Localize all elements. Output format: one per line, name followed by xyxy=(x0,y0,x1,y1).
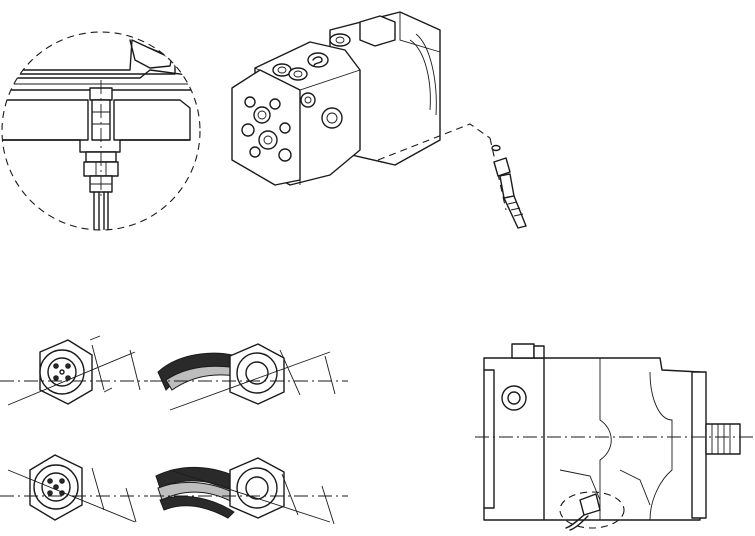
cable-connector-2 xyxy=(155,457,285,519)
housing-gap xyxy=(2,69,200,91)
bolt-hole xyxy=(244,96,256,108)
detail-outline xyxy=(1,31,201,231)
bolt-hole xyxy=(279,122,291,134)
connector-variants xyxy=(0,335,348,525)
pump-front-plate xyxy=(231,69,301,186)
bolt-hole xyxy=(249,146,261,158)
logo-boss xyxy=(307,52,329,68)
sensor-body xyxy=(499,173,515,199)
leader-line xyxy=(377,123,491,161)
pump-side-view xyxy=(475,343,755,531)
bolt-hole xyxy=(241,123,255,137)
side-port xyxy=(501,385,527,411)
top-boss xyxy=(288,67,308,81)
top-fitting xyxy=(511,343,535,359)
detail-section-view xyxy=(1,31,201,231)
pump-mount-flange xyxy=(691,371,707,519)
connector-face-5pin xyxy=(29,454,83,521)
cable-connector-1 xyxy=(157,343,285,405)
pump-shaft xyxy=(705,423,741,455)
connector-face-4pin xyxy=(39,339,93,405)
bolt-hole xyxy=(278,148,292,162)
wall-section-left xyxy=(2,99,89,141)
logo-icon xyxy=(312,56,323,67)
sensor-installed xyxy=(579,493,601,516)
port-circle xyxy=(253,106,271,124)
pump-isometric xyxy=(231,11,527,229)
o-ring xyxy=(491,144,501,152)
sensor-callout xyxy=(559,491,625,529)
wall-section-right xyxy=(113,99,191,141)
pump-top-port xyxy=(359,15,396,47)
sensor-probe xyxy=(503,195,527,229)
housing-section-top xyxy=(2,39,176,75)
sensor-boss xyxy=(321,107,343,129)
sensor-hex-nut xyxy=(493,157,511,177)
top-boss xyxy=(272,63,292,77)
port-circle xyxy=(258,130,278,150)
bolt-hole xyxy=(269,98,281,110)
